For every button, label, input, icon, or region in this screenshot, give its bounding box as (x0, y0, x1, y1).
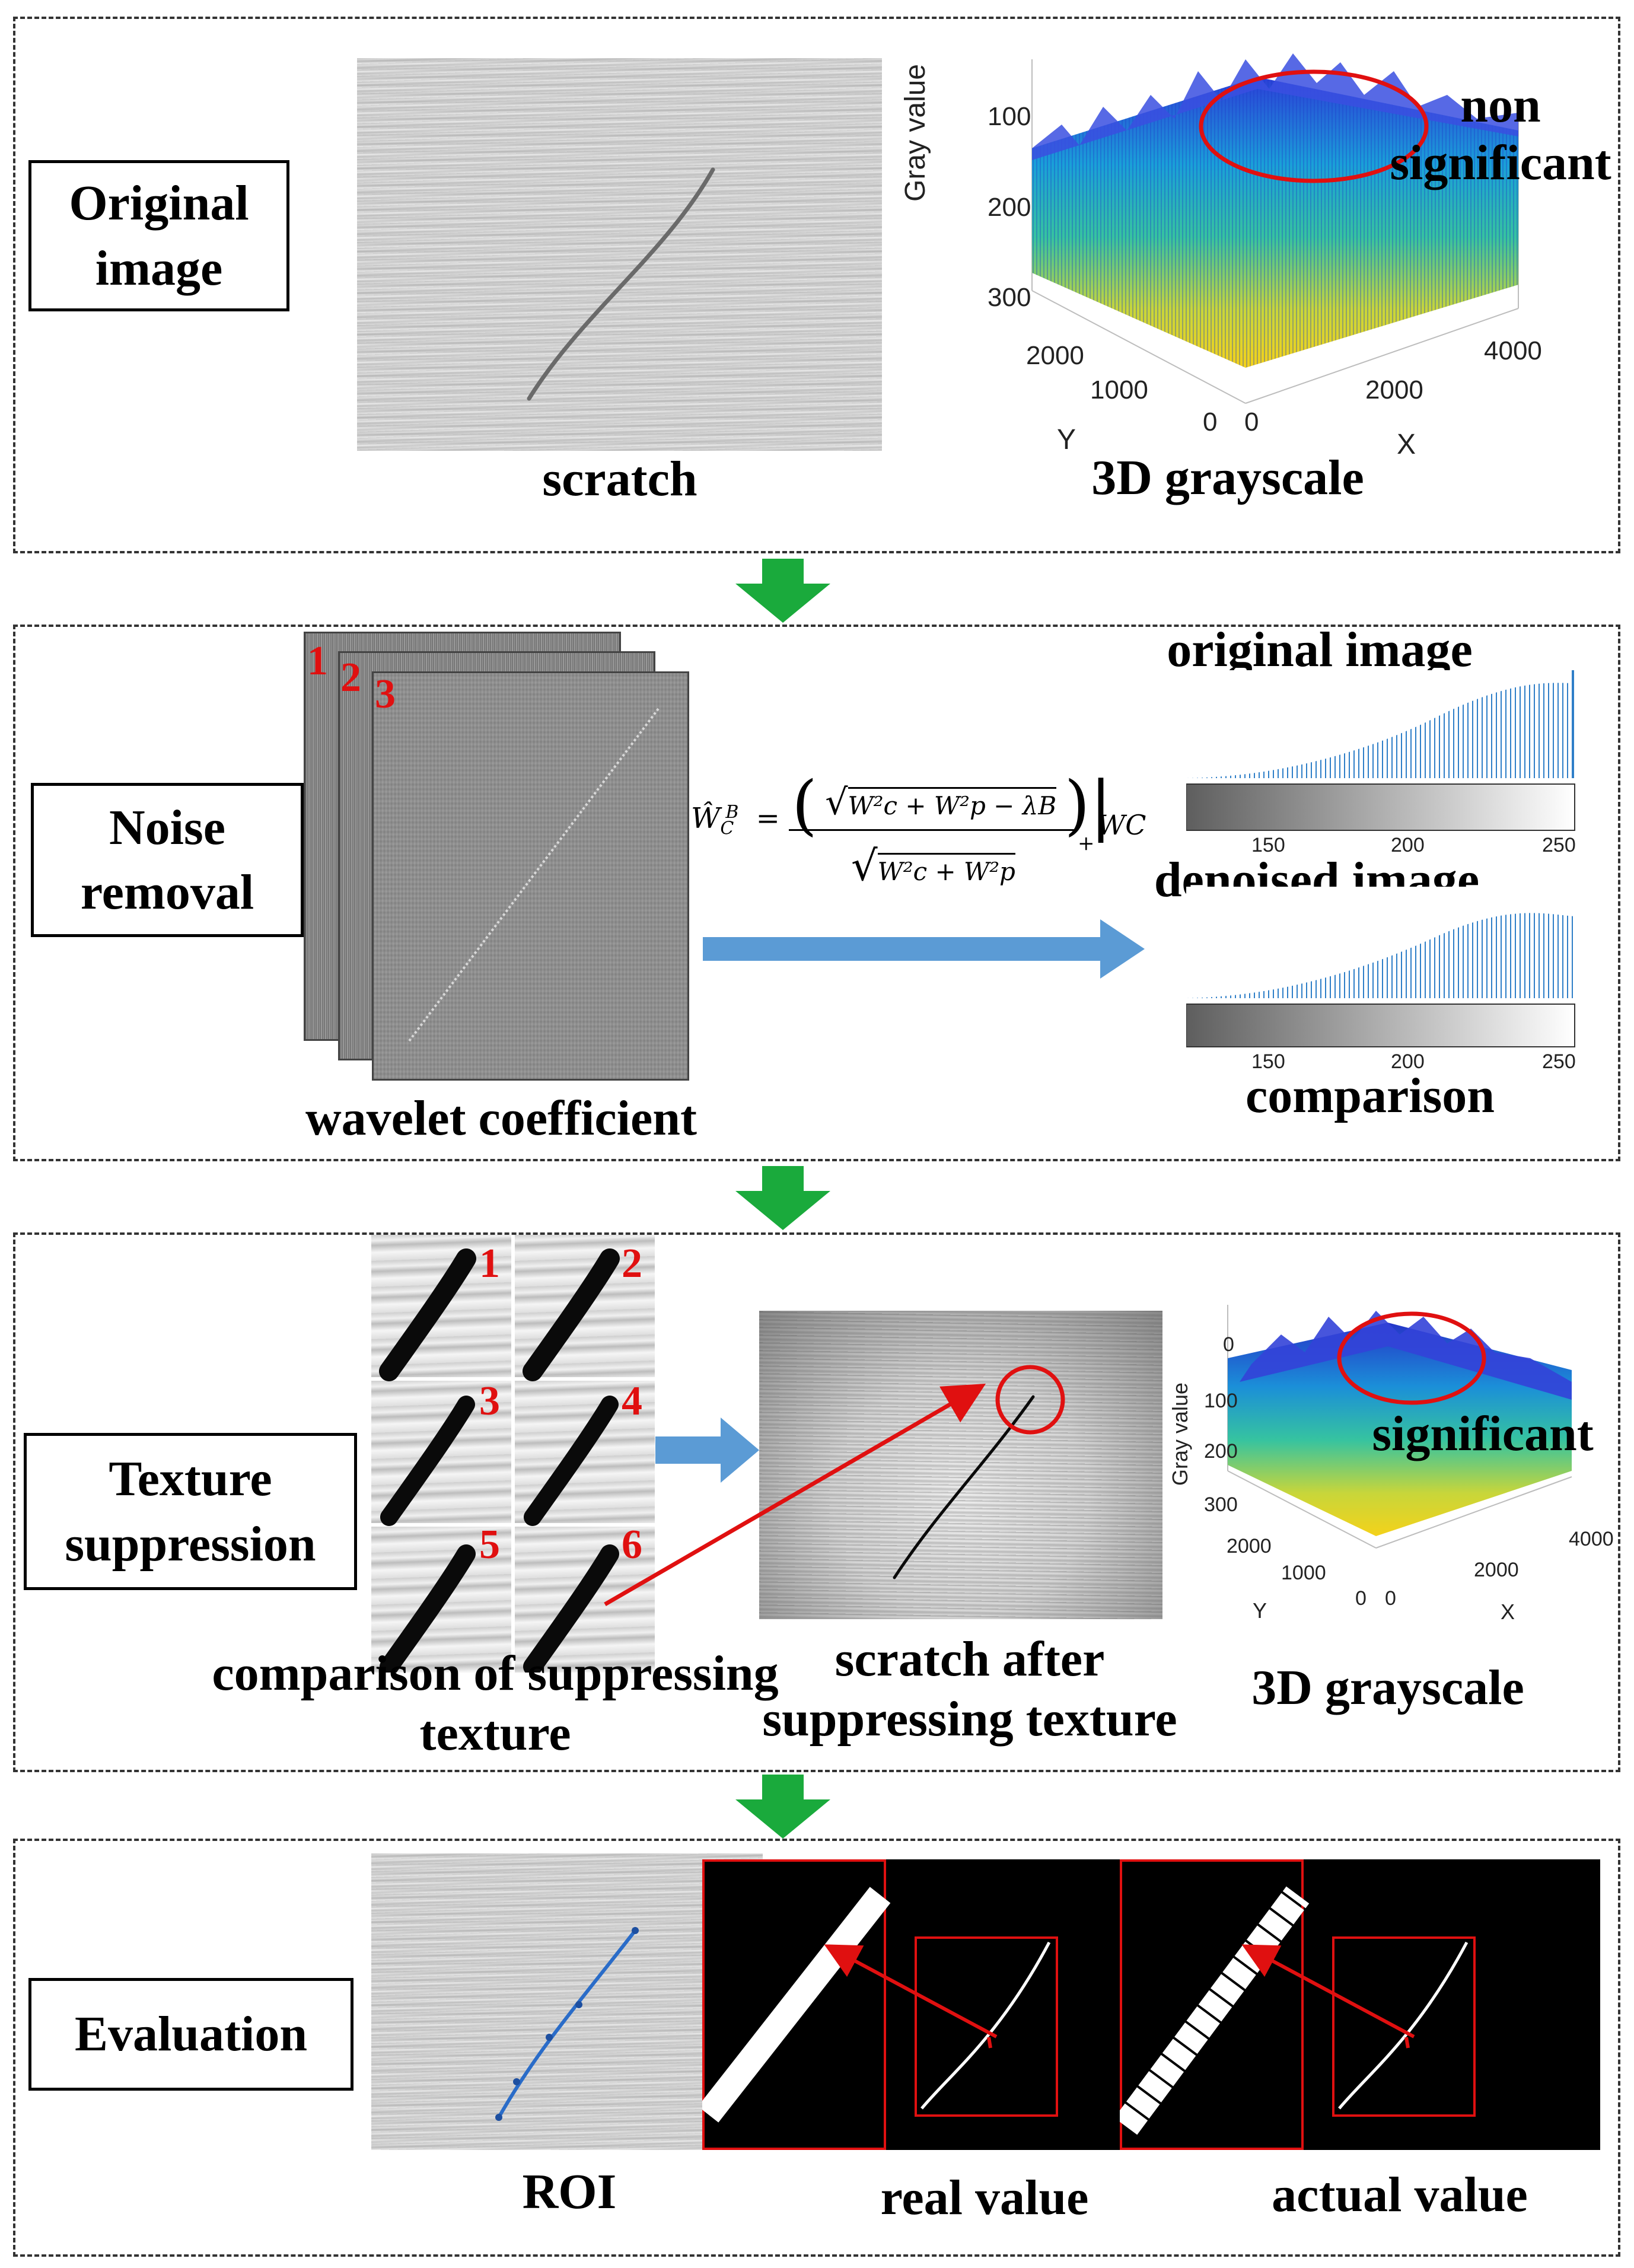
scratch-caption: scratch (542, 451, 697, 507)
flow-arrow-1 (735, 559, 830, 623)
annotation-ellipse-nonsignificant (1199, 69, 1429, 183)
zlabel-texture: Gray value (1168, 1382, 1192, 1486)
flow-arrow-2 (735, 1166, 830, 1230)
hist-bottom-xtick-0: 150 (1251, 1050, 1285, 1073)
histogram-caption-original: original image (1167, 622, 1473, 677)
scratch-tip-circle (995, 1365, 1065, 1435)
ytick-texture-1: 1000 (1281, 1562, 1326, 1584)
xlabel-original: X (1397, 429, 1416, 460)
hist-bottom-xtick-2: 250 (1542, 1050, 1576, 1073)
scratch-after-suppression-image (759, 1311, 1162, 1619)
plot-caption-texture: 3D grayscale (1251, 1660, 1524, 1715)
plot-caption-original: 3D grayscale (1091, 450, 1364, 505)
formula-numerator: ( √W²c + W²p − λB )| (792, 767, 1112, 843)
stage-label-original-image: Original image (28, 160, 289, 311)
suppressed-result-caption: scratch after suppressing texture (762, 1632, 1177, 1747)
xtick-texture-1: 2000 (1474, 1559, 1519, 1581)
histogram-denoised (1186, 887, 1575, 1047)
panel-noise-removal (13, 625, 1620, 1161)
flow-arrow-3 (735, 1775, 830, 1839)
xtick-texture-0: 0 (1385, 1587, 1396, 1610)
hist-bottom-xtick-1: 200 (1391, 1050, 1425, 1073)
process-arrow-noise (703, 919, 1145, 979)
real-value-zoom-arrow (824, 1944, 998, 2038)
formula-plus: + (1078, 832, 1095, 855)
surface-plot-texture (1227, 1305, 1572, 1549)
stage-label-noise-removal: Noise removal (31, 783, 304, 937)
ztick-original-0: 100 (988, 102, 1031, 131)
wavelet-number-2: 2 (340, 655, 361, 700)
xtick-original-1: 2000 (1365, 375, 1423, 404)
hist-top-xtick-1: 200 (1391, 834, 1425, 856)
wavelet-number-3: 3 (375, 671, 396, 717)
actual-value-caption: actual value (1272, 2167, 1528, 2222)
ztick-texture-0: 0 (1223, 1333, 1234, 1356)
panel-original-image (13, 17, 1620, 553)
xlabel-texture: X (1501, 1600, 1515, 1624)
ztick-texture-3: 300 (1204, 1493, 1238, 1516)
zoom-connector-arrow (604, 1383, 986, 1607)
ylabel-texture: Y (1253, 1598, 1267, 1623)
tiles-caption: comparison of suppressing texture (212, 1646, 779, 1761)
formula-denominator: √W²c + W²p (851, 842, 1015, 890)
scratch-line (527, 167, 715, 401)
surface-plot-original (1031, 53, 1519, 404)
tile-number-1: 1 (479, 1241, 500, 1286)
texture-tiles-grid (371, 1235, 655, 1673)
ztick-original-2: 300 (988, 283, 1031, 312)
stage-label-texture-suppression: Texture suppression (24, 1433, 357, 1590)
wavelet-layer-3 (372, 671, 689, 1081)
actual-value-image (1120, 1859, 1600, 2150)
ztick-original-1: 200 (988, 193, 1031, 222)
roi-image (371, 1853, 763, 2150)
ytick-original-0: 2000 (1026, 341, 1084, 370)
tile-number-3: 3 (479, 1378, 500, 1424)
ytick-texture-2: 0 (1355, 1587, 1367, 1610)
formula-trailing: WC (1097, 809, 1146, 841)
annotation-nonsignificant: non significant (1390, 78, 1611, 190)
histogram-comparison-caption: comparison (1246, 1068, 1495, 1123)
ylabel-original: Y (1057, 424, 1076, 455)
hist-top-xtick-2: 250 (1542, 834, 1576, 856)
tile-number-4: 4 (622, 1378, 642, 1424)
tile-number-6: 6 (622, 1522, 642, 1568)
annotation-ellipse-significant (1337, 1311, 1486, 1405)
wavelet-caption: wavelet coefficient (305, 1091, 697, 1146)
panel-evaluation (13, 1839, 1620, 2257)
real-value-image (702, 1859, 1183, 2150)
ztick-texture-1: 100 (1204, 1390, 1238, 1412)
ytick-original-2: 0 (1203, 407, 1218, 437)
actual-value-zoom-arrow (1241, 1944, 1415, 2038)
formula-bar (789, 829, 1076, 831)
ytick-original-1: 1000 (1090, 375, 1148, 404)
hist-top-xtick-0: 150 (1251, 834, 1285, 856)
annotation-significant: significant (1372, 1406, 1594, 1461)
xtick-original-0: 0 (1244, 407, 1259, 437)
ztick-texture-2: 200 (1204, 1440, 1238, 1463)
real-value-caption: real value (880, 2170, 1089, 2225)
histogram-original (1186, 670, 1575, 831)
xtick-original-2: 4000 (1484, 336, 1542, 365)
roi-caption: ROI (522, 2164, 617, 2219)
xtick-texture-2: 4000 (1569, 1528, 1614, 1550)
shrinkage-formula: ŴCB = ( √W²c + W²p − λB )| + WC √W²c + W… (691, 730, 1148, 925)
zlabel-original: Gray value (900, 63, 931, 202)
process-arrow-texture (655, 1418, 759, 1483)
ytick-texture-0: 2000 (1227, 1535, 1272, 1557)
tile-number-5: 5 (479, 1522, 500, 1568)
stage-label-evaluation: Evaluation (28, 1978, 353, 2091)
original-scratch-image (357, 58, 882, 451)
wavelet-number-1: 1 (307, 638, 328, 684)
tile-number-2: 2 (622, 1241, 642, 1286)
panel-texture-suppression (13, 1232, 1620, 1772)
